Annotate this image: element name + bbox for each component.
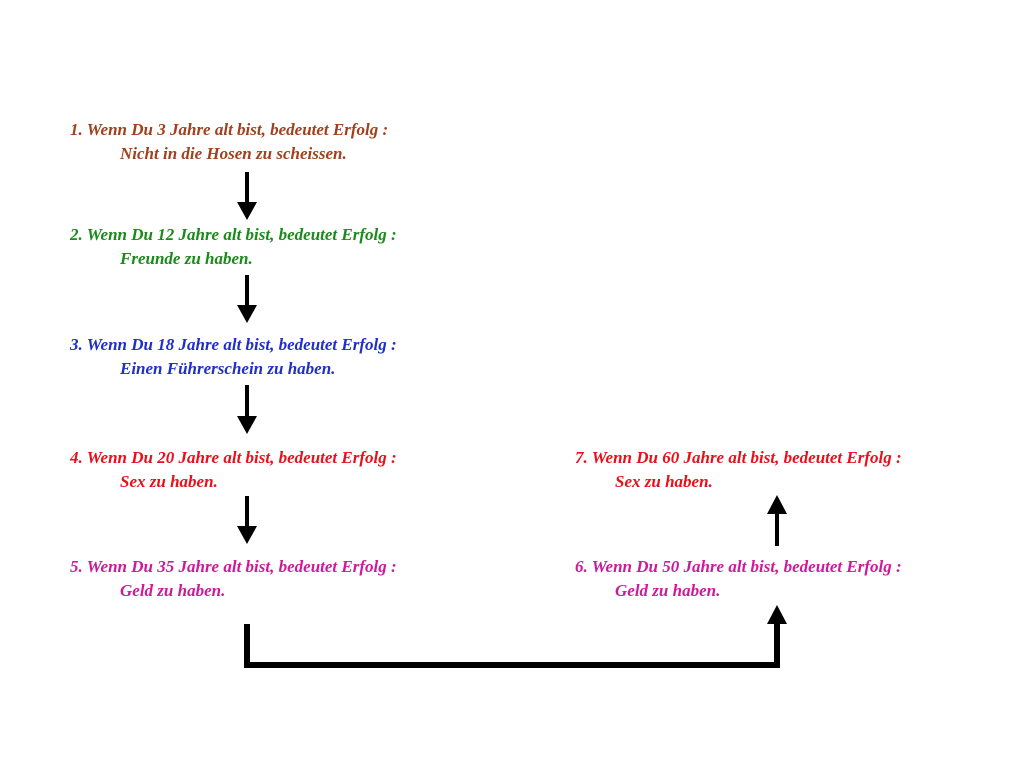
arrow-down-icon <box>237 385 257 434</box>
stage-7-heading: 7. Wenn Du 60 Jahre alt bist, bedeutet E… <box>575 448 902 467</box>
arrow-down-icon <box>237 172 257 220</box>
stage-3-text: Einen Führerschein zu haben. <box>120 359 336 378</box>
arrow-down-icon <box>237 496 257 544</box>
stage-4-block: 4. Wenn Du 20 Jahre alt bist, bedeutet E… <box>70 446 397 494</box>
stage-1-heading: 1. Wenn Du 3 Jahre alt bist, bedeutet Er… <box>70 120 389 139</box>
stage-6-block: 6. Wenn Du 50 Jahre alt bist, bedeutet E… <box>575 555 902 603</box>
stage-1-text: Nicht in die Hosen zu scheissen. <box>120 144 347 163</box>
stage-2-block: 2. Wenn Du 12 Jahre alt bist, bedeutet E… <box>70 223 397 271</box>
stage-7-text: Sex zu haben. <box>615 472 713 491</box>
stage-2-text: Freunde zu haben. <box>120 249 253 268</box>
stage-3-heading: 3. Wenn Du 18 Jahre alt bist, bedeutet E… <box>70 335 397 354</box>
stage-3-block: 3. Wenn Du 18 Jahre alt bist, bedeutet E… <box>70 333 397 381</box>
stage-7-block: 7. Wenn Du 60 Jahre alt bist, bedeutet E… <box>575 446 902 494</box>
stage-6-heading: 6. Wenn Du 50 Jahre alt bist, bedeutet E… <box>575 557 902 576</box>
stage-4-text: Sex zu haben. <box>120 472 218 491</box>
stage-5-text: Geld zu haben. <box>120 581 226 600</box>
stage-1-block: 1. Wenn Du 3 Jahre alt bist, bedeutet Er… <box>70 118 388 166</box>
stage-2-heading: 2. Wenn Du 12 Jahre alt bist, bedeutet E… <box>70 225 397 244</box>
stage-4-heading: 4. Wenn Du 20 Jahre alt bist, bedeutet E… <box>70 448 397 467</box>
stage-5-block: 5. Wenn Du 35 Jahre alt bist, bedeutet E… <box>70 555 397 603</box>
arrow-down-icon <box>237 275 257 323</box>
connector-line <box>244 605 787 668</box>
stage-5-heading: 5. Wenn Du 35 Jahre alt bist, bedeutet E… <box>70 557 397 576</box>
stage-6-text: Geld zu haben. <box>615 581 721 600</box>
arrow-up-icon <box>767 495 787 546</box>
